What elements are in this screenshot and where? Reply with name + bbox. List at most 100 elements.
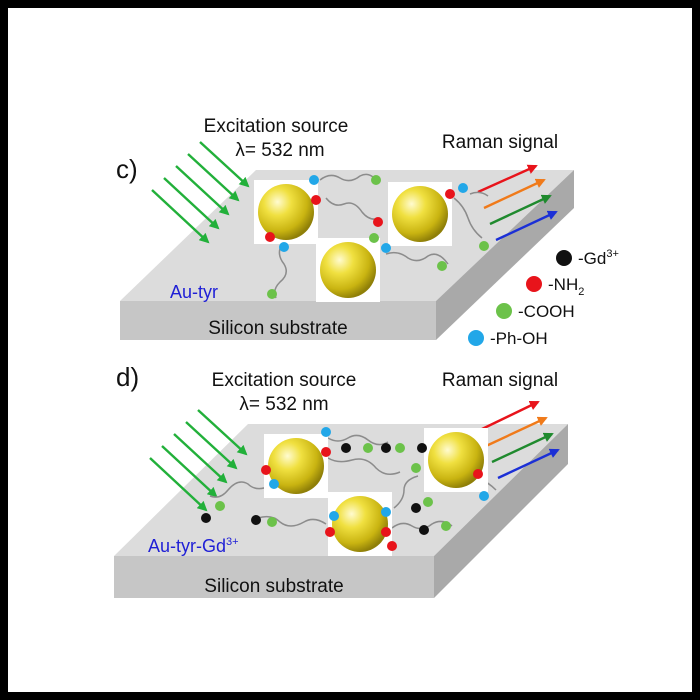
panel-label: c) xyxy=(116,154,138,184)
substrate-slab-side xyxy=(436,170,574,340)
cooh-group xyxy=(267,289,277,299)
panel-label: d) xyxy=(116,362,139,392)
wavelength-label: λ= 532 nm xyxy=(235,140,324,161)
diagram-canvas: c) Excitation source λ= 532 nm Raman sig… xyxy=(114,116,619,598)
nh2-group xyxy=(261,465,271,475)
cooh-group xyxy=(369,233,379,243)
phoh-group xyxy=(458,183,468,193)
substrate-slab-front xyxy=(114,556,434,598)
excitation-source-label: Excitation source xyxy=(212,370,357,391)
cooh-group xyxy=(437,261,447,271)
ligand-chain xyxy=(325,197,381,220)
legend-swatch-nh2 xyxy=(526,276,542,292)
cooh-group xyxy=(441,521,451,531)
raman-arrows xyxy=(479,400,560,480)
wavelength-label: λ= 532 nm xyxy=(239,394,328,415)
excitation-arrow xyxy=(173,433,228,484)
phoh-group xyxy=(479,491,489,501)
legend-label-nh2: -NH2 xyxy=(548,275,584,298)
substrate-slab-top xyxy=(120,170,574,301)
figure-frame: c) Excitation source λ= 532 nm Raman sig… xyxy=(8,8,692,692)
gold-nanoparticle xyxy=(392,186,448,242)
raman-signal-label: Raman signal xyxy=(442,132,558,153)
gold-nanoparticle xyxy=(428,432,484,488)
excitation-arrow xyxy=(149,457,208,512)
raman-signal-label: Raman signal xyxy=(442,370,558,391)
phoh-group xyxy=(381,243,391,253)
phoh-group xyxy=(329,511,339,521)
gd-ion xyxy=(411,503,421,513)
gd-ion xyxy=(417,443,427,453)
raman-arrow-green xyxy=(491,432,554,464)
excitation-arrows xyxy=(151,141,250,244)
excitation-arrow xyxy=(161,445,218,498)
gd-ion xyxy=(419,525,429,535)
nh2-group xyxy=(311,195,321,205)
panel-c: c) Excitation source λ= 532 nm Raman sig… xyxy=(116,116,574,340)
legend: -Gd3+ -NH2 -COOH -Ph-OH xyxy=(468,248,619,348)
nh2-group xyxy=(473,469,483,479)
cooh-group xyxy=(363,443,373,453)
nh2-group xyxy=(387,541,397,551)
legend-label-cooh: -COOH xyxy=(518,302,575,321)
substrate-label: Silicon substrate xyxy=(204,576,343,597)
gold-nanoparticle xyxy=(332,496,388,552)
ligand-chain xyxy=(385,251,449,265)
nh2-group xyxy=(373,217,383,227)
cooh-group xyxy=(411,463,421,473)
nanoparticles xyxy=(264,428,488,556)
raman-arrow-blue xyxy=(495,210,558,242)
cooh-group xyxy=(395,443,405,453)
raman-arrow-red xyxy=(479,400,540,432)
cooh-group xyxy=(423,497,433,507)
ligand-chain xyxy=(453,197,483,239)
legend-swatch-gd xyxy=(556,250,572,266)
legend-label-gd: -Gd3+ xyxy=(578,248,619,268)
excitation-source-label: Excitation source xyxy=(204,116,349,137)
phoh-group xyxy=(269,479,279,489)
ligand-chain xyxy=(393,475,419,509)
excitation-arrow xyxy=(151,189,210,244)
sample-label: Au-tyr xyxy=(170,282,218,302)
excitation-arrow xyxy=(199,141,250,188)
ligand-chain xyxy=(327,457,401,475)
ligand-chain xyxy=(319,173,375,182)
gd-ion xyxy=(381,443,391,453)
raman-arrow-green xyxy=(489,194,552,226)
excitation-arrow xyxy=(163,177,220,230)
sample-label: Au-tyr-Gd3+ xyxy=(148,536,239,556)
raman-arrow-red xyxy=(477,164,538,194)
phoh-group xyxy=(309,175,319,185)
gold-nanoparticle xyxy=(320,242,376,298)
substrate-slab-side xyxy=(434,424,568,598)
cooh-group xyxy=(267,517,277,527)
ligand-chain xyxy=(469,191,489,197)
nh2-group xyxy=(321,447,331,457)
excitation-arrows xyxy=(149,409,248,512)
nh2-group xyxy=(381,527,391,537)
ligand-chain xyxy=(209,481,271,498)
nh2-group xyxy=(325,527,335,537)
raman-arrow-orange xyxy=(485,416,548,448)
legend-swatch-phoh xyxy=(468,330,484,346)
ligand-chain xyxy=(327,434,389,446)
cooh-group xyxy=(371,175,381,185)
phoh-group xyxy=(279,242,289,252)
legend-swatch-cooh xyxy=(496,303,512,319)
ligand-chain xyxy=(257,515,327,527)
excitation-arrow xyxy=(185,421,238,470)
gold-nanoparticle xyxy=(268,438,324,494)
gd-ion xyxy=(341,443,351,453)
nh2-group xyxy=(445,189,455,199)
gd-ion xyxy=(251,515,261,525)
substrate-slab-front xyxy=(120,301,436,340)
cooh-group xyxy=(215,501,225,511)
excitation-arrow xyxy=(175,165,230,216)
cooh-group xyxy=(479,241,489,251)
phoh-group xyxy=(381,507,391,517)
raman-arrow-blue xyxy=(497,448,560,480)
functional-groups xyxy=(265,175,489,299)
legend-label-phoh: -Ph-OH xyxy=(490,329,548,348)
raman-arrow-orange xyxy=(483,178,546,210)
phoh-group xyxy=(321,427,331,437)
